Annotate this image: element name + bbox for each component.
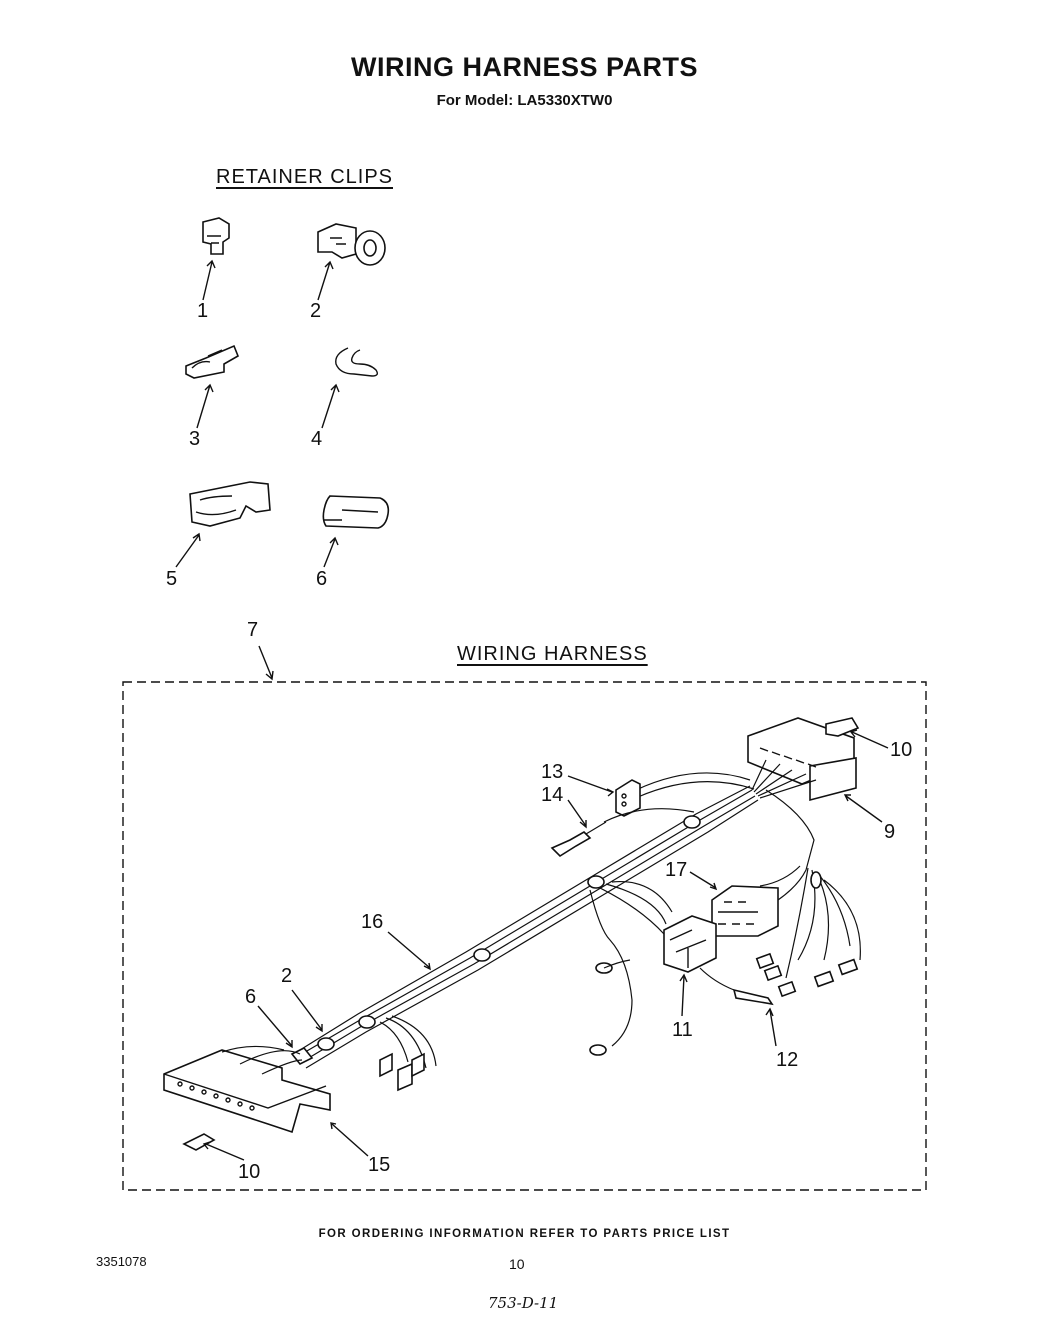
arrow-12 <box>765 1007 777 1047</box>
callout-15: 15 <box>368 1154 391 1176</box>
callout-11: 11 <box>672 1019 693 1041</box>
callout-3: 3 <box>189 428 201 450</box>
callout-13: 13 <box>541 761 564 783</box>
arrow-9 <box>843 794 883 823</box>
callout-12: 12 <box>776 1049 799 1071</box>
callout-7: 7 <box>247 619 259 641</box>
arrow-6-harness <box>257 1005 293 1049</box>
callout-4: 4 <box>311 428 323 450</box>
callout-1: 1 <box>197 300 209 322</box>
arrow-13 <box>567 775 615 797</box>
clip-3-illustration <box>185 344 240 379</box>
clip-6-illustration <box>322 495 390 529</box>
terminal-10-bottom <box>182 1133 216 1151</box>
clip-1-illustration <box>202 217 230 255</box>
arrow-10-bottom <box>202 1141 245 1161</box>
arrow-10-top <box>849 729 889 749</box>
page-number: 10 <box>509 1256 525 1272</box>
callout-16: 16 <box>361 911 384 933</box>
arrow-1 <box>202 259 216 301</box>
clip-2-illustration <box>317 223 386 266</box>
ordering-note: FOR ORDERING INFORMATION REFER TO PARTS … <box>318 1228 731 1240</box>
harness-boundary <box>122 681 927 1191</box>
arrow-14 <box>567 799 587 829</box>
branch-connectors-right <box>755 867 861 998</box>
arrow-11 <box>679 973 688 1017</box>
ground-wire <box>589 889 633 1056</box>
arrow-2-harness <box>291 989 323 1033</box>
connector-block-15 <box>163 1045 331 1134</box>
callout-2-harness: 2 <box>281 965 293 987</box>
harness-clip-2 <box>317 1037 335 1051</box>
terminal-14 <box>550 808 695 858</box>
clip-5-illustration <box>189 481 271 527</box>
terminal-10-top <box>825 717 860 737</box>
component-11 <box>599 880 717 973</box>
arrow-7 <box>258 645 274 681</box>
retainer-clips-heading: RETAINER CLIPS <box>216 166 393 188</box>
arrow-5 <box>175 532 201 568</box>
arrow-6 <box>323 536 339 568</box>
handwritten-mark: 753-D-11 <box>488 1294 559 1312</box>
callout-2: 2 <box>310 300 322 322</box>
callout-5: 5 <box>166 568 178 590</box>
component-12 <box>699 967 774 1006</box>
callout-10-top: 10 <box>890 739 913 761</box>
callout-14: 14 <box>541 784 564 806</box>
arrow-17 <box>689 871 718 891</box>
callout-9: 9 <box>884 821 896 843</box>
document-number: 3351078 <box>96 1254 147 1269</box>
clip-4-illustration <box>335 347 379 377</box>
arrow-16 <box>387 931 431 971</box>
page-title: WIRING HARNESS PARTS <box>350 52 698 82</box>
arrow-3 <box>196 383 214 429</box>
connector-13 <box>615 779 641 817</box>
callout-10-bottom: 10 <box>238 1161 261 1183</box>
arrow-2 <box>317 260 334 301</box>
arrow-15 <box>330 1122 369 1157</box>
main-wire-bundle <box>299 772 759 1069</box>
arrow-4 <box>321 383 340 429</box>
callout-17: 17 <box>665 859 688 881</box>
plug-connectors-left <box>379 1015 437 1092</box>
wiring-harness-heading: WIRING HARNESS <box>457 643 648 665</box>
model-subtitle: For Model: LA5330XTW0 <box>436 92 613 109</box>
callout-6-harness: 6 <box>245 986 257 1008</box>
callout-6: 6 <box>316 568 328 590</box>
